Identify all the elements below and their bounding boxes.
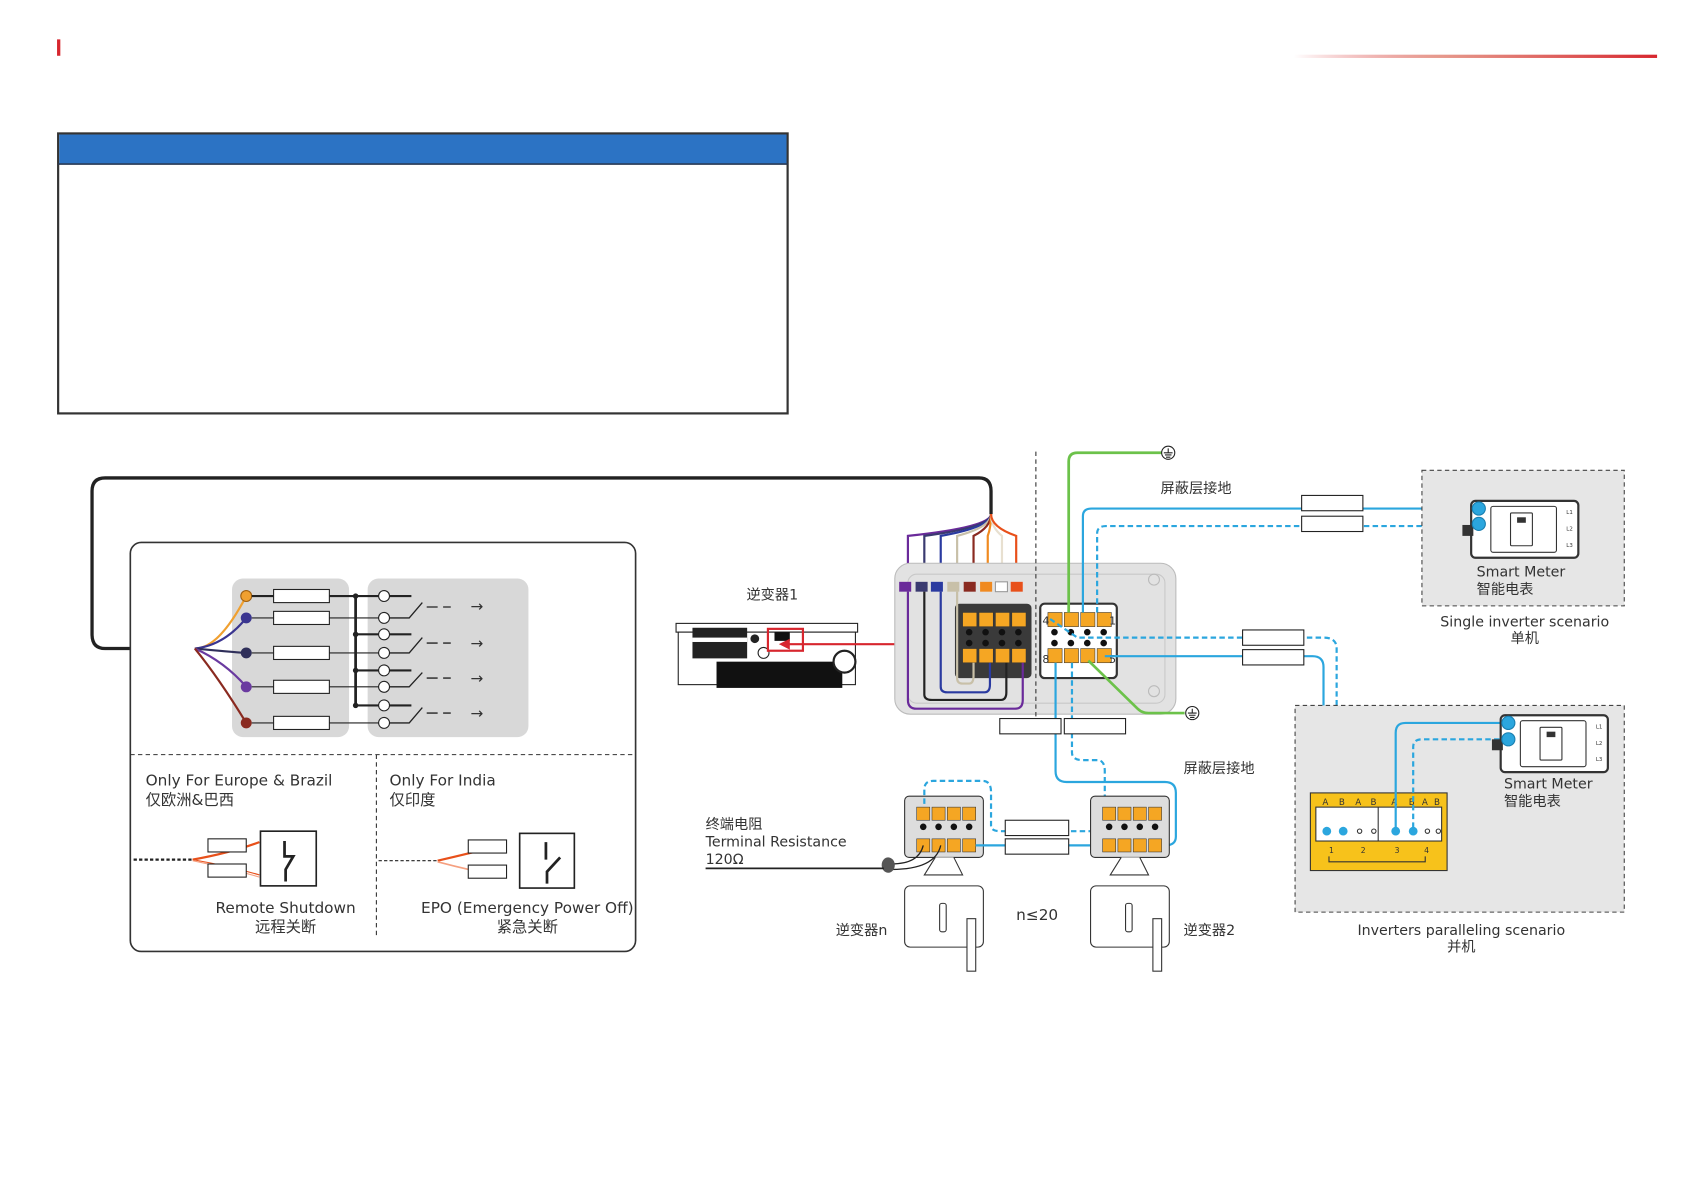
terminal-row (240, 715, 383, 731)
dry-contact-arrow: → (470, 635, 483, 653)
terminal-number: 3 (1395, 846, 1400, 855)
inverter-n (881, 795, 984, 972)
cable-label-box (1004, 819, 1070, 837)
rs485-to-inverter2 (1054, 662, 1177, 847)
terminal-letter: A (1322, 798, 1328, 808)
india-title-cn: 仅印度 (390, 791, 436, 809)
info-box-header (59, 134, 787, 165)
shield-ground-label-bottom: 屏蔽层接地 (1184, 760, 1255, 777)
cable-label-box (1242, 649, 1305, 666)
remote-shutdown-label: Remote Shutdown (215, 899, 355, 917)
dry-contact-arrow: → (470, 670, 483, 688)
terminal-number: 1 (1329, 846, 1334, 855)
epo-switch-icon (518, 832, 576, 889)
invertern-label: 逆变器n (836, 922, 888, 939)
inverter2-label: 逆变器2 (1184, 922, 1236, 939)
meter-port: L3 (1566, 543, 1573, 549)
remote-shutdown-label-cn: 远程关断 (255, 918, 316, 936)
cable-label-box (1004, 838, 1070, 855)
terminal-letter: A (1422, 798, 1428, 808)
header-accent-mark (57, 39, 61, 56)
single-scenario-caption-cn: 单机 (1511, 630, 1539, 647)
meter-label-cn: 智能电表 (1504, 793, 1561, 810)
inverter1-label: 逆变器1 (746, 586, 798, 603)
relay-contacts (378, 590, 391, 729)
dry-contact-arrow: → (470, 597, 483, 615)
shield-ground-label-top: 屏蔽层接地 (1161, 480, 1232, 497)
inverter-2 (1090, 795, 1170, 972)
cable-label-box (1301, 494, 1364, 512)
terminal-resistance-label-cn: 终端电阻 (706, 816, 763, 833)
parallel-scenario-caption: Inverters paralleling scenario (1357, 923, 1565, 939)
signal-cable-main (90, 476, 993, 651)
dry-contact-arrow: → (470, 705, 483, 723)
pin-label: 8 (1042, 653, 1049, 666)
meter-label-cn: 智能电表 (1477, 581, 1534, 598)
terminal-resistor (891, 845, 942, 871)
terminal-letter: A (1391, 798, 1397, 808)
pin-label: 1 (1109, 614, 1116, 627)
meter-port: L1 (1566, 510, 1573, 516)
single-scenario-caption: Single inverter scenario (1440, 615, 1609, 631)
terminal-number: 4 (1424, 846, 1429, 855)
meter-label: Smart Meter (1504, 777, 1593, 793)
pin-label: 4 (1042, 614, 1049, 627)
smart-meter-icon (1462, 499, 1580, 559)
meter-port: L1 (1596, 724, 1603, 730)
info-box (57, 132, 789, 415)
ground-wire (1067, 445, 1200, 721)
terminal-row (240, 588, 383, 604)
terminal-resistance-label: Terminal Resistance (705, 834, 847, 850)
epo-label-cn: 紧急关断 (497, 918, 558, 936)
cable-label-box (1063, 717, 1127, 735)
parallel-scenario-caption-cn: 并机 (1447, 938, 1475, 955)
com-connector-plate: 4 1 8 5 (894, 451, 1177, 722)
europe-title-cn: 仅欧洲&巴西 (146, 791, 234, 809)
terminal-letter: B (1371, 798, 1377, 808)
terminal-number: 2 (1361, 846, 1366, 855)
terminal-letter: B (1409, 798, 1415, 808)
signal-cable-breakout (906, 513, 1018, 591)
remote-shutdown-switch-icon (259, 830, 318, 887)
cable-label-box (999, 717, 1062, 735)
rs485-to-parallel (1049, 618, 1338, 828)
com-port-highlight (766, 627, 805, 652)
cable-label-box (1242, 629, 1305, 646)
india-title: Only For India (390, 771, 496, 789)
europe-title: Only For Europe & Brazil (146, 771, 333, 789)
terminal-row (240, 645, 383, 661)
meter-port: L2 (1596, 741, 1603, 747)
header-rule (1293, 54, 1658, 58)
pin-label: 5 (1109, 653, 1116, 666)
terminal-letter: B (1339, 798, 1345, 808)
meter-label: Smart Meter (1477, 564, 1566, 580)
terminal-resistance-value: 120Ω (706, 852, 744, 868)
epo-label: EPO (Emergency Power Off) (421, 899, 634, 917)
left-panel: → → → → Only For Europe & Brazil 仅欧洲&巴西 … (129, 541, 637, 953)
meter-port: L2 (1566, 526, 1573, 532)
n-limit-label: n≤20 (1016, 906, 1058, 924)
single-inverter-scenario: L1 L2 L3 Smart Meter 智能电表 (1421, 469, 1625, 607)
inverters-paralleling-scenario: A B A B A B A B 1 2 3 4 L1 L2 L3 Smart M… (1294, 704, 1625, 913)
cable-label-box (1301, 515, 1364, 533)
meter-port: L3 (1596, 757, 1603, 763)
rs485-terminal-block (1309, 792, 1448, 872)
smart-meter-icon (1491, 714, 1609, 774)
inverter1-icon (675, 622, 901, 688)
rs485-to-single-meter (1081, 507, 1477, 613)
terminal-letter: B (1434, 798, 1440, 808)
terminal-letter: A (1355, 798, 1361, 808)
